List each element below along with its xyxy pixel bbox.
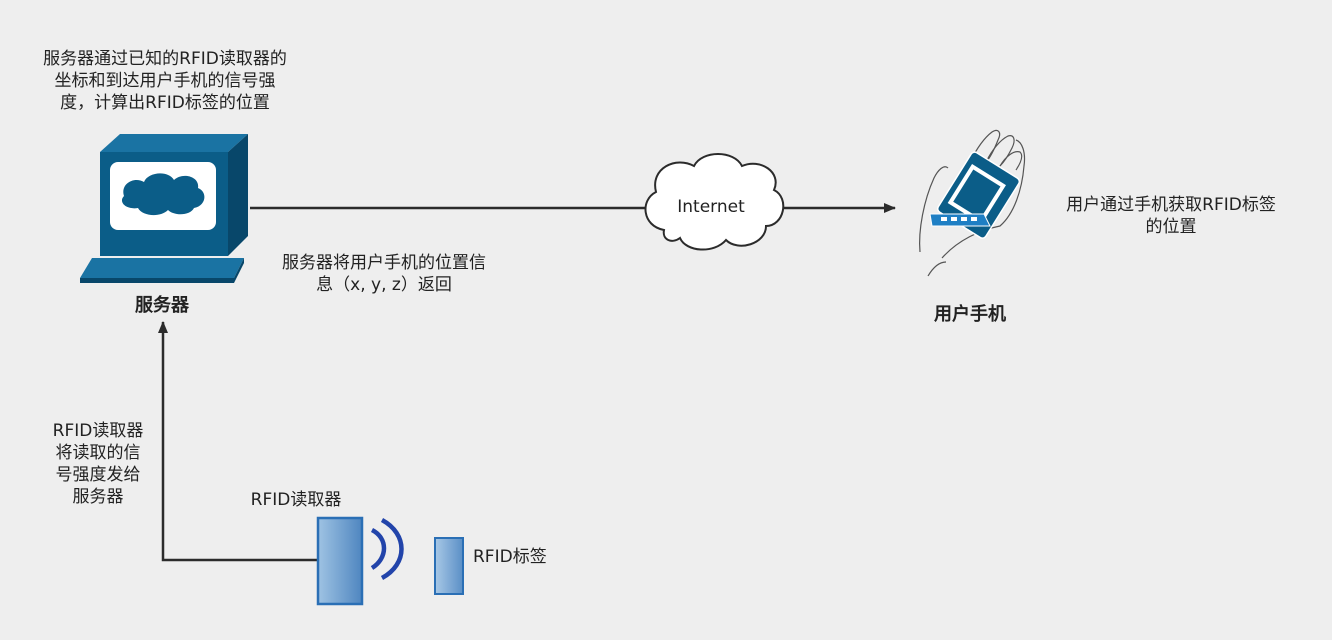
reader-note-line: 服务器 [72,487,124,507]
return-note: 服务器将用户手机的位置信 息（x, y, z）返回 [264,252,504,296]
server-computer-icon [80,134,248,283]
server-note-line: 坐标和到达用户手机的信号强 [54,71,276,91]
reader-note: RFID读取器 将读取的信 号强度发给 服务器 [40,420,156,508]
server-note-line: 度，计算出RFID标签的位置 [60,93,270,113]
connector-reader-to-server [158,321,318,562]
phone-note-line: 的位置 [1145,217,1197,237]
server-label: 服务器 [135,295,189,316]
reader-note-line: 将读取的信 [55,443,141,463]
rfid-reader-icon [316,516,364,606]
return-note-line: 服务器将用户手机的位置信 [282,253,486,273]
return-note-line: 息（x, y, z）返回 [316,275,452,295]
server-note: 服务器通过已知的RFID读取器的 坐标和到达用户手机的信号强 度，计算出RFID… [30,48,300,114]
server-note-line: 服务器通过已知的RFID读取器的 [43,49,287,69]
phone-note: 用户通过手机获取RFID标签 的位置 [1046,194,1296,238]
tag-label: RFID标签 [473,547,547,567]
rfid-tag-icon [434,537,464,595]
signal-wave-icon [370,518,404,580]
phone-note-line: 用户通过手机获取RFID标签 [1066,195,1276,215]
reader-note-line: RFID读取器 [52,421,144,441]
phone-label: 用户手机 [934,304,1006,325]
phone-in-hand-icon [919,129,1026,277]
reader-label: RFID读取器 [250,490,342,510]
internet-cloud: Internet [644,153,785,251]
reader-note-line: 号强度发给 [55,465,141,485]
internet-label: Internet [677,197,745,217]
